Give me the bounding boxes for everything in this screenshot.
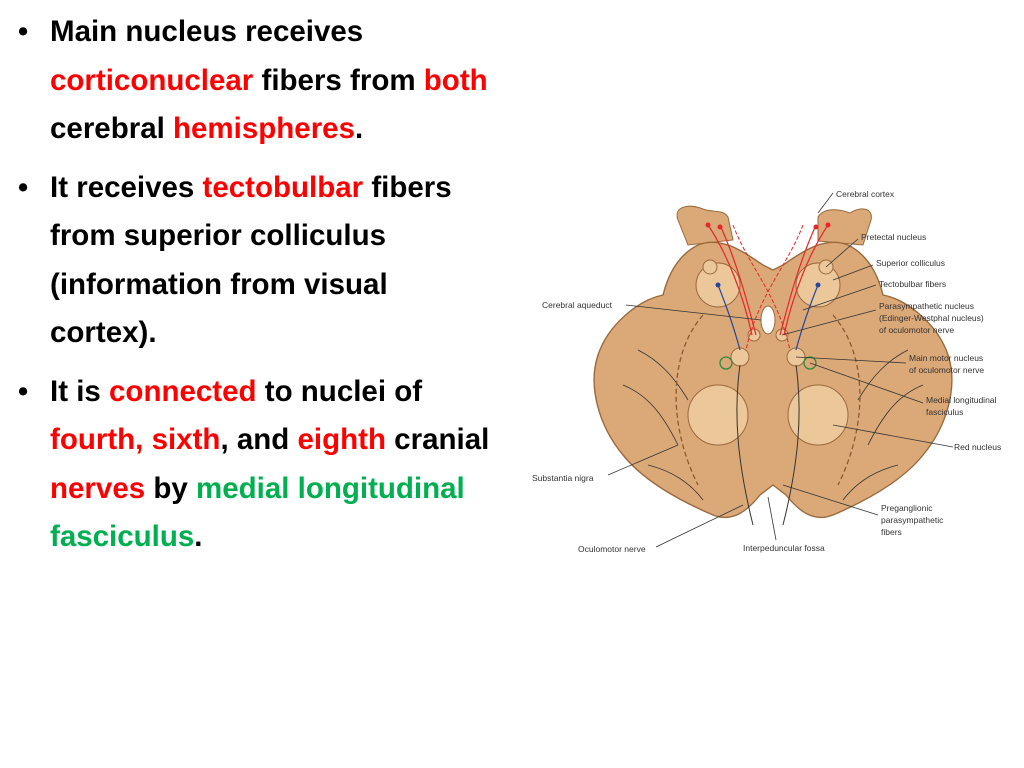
cortex-neuron — [717, 224, 723, 230]
label-cerebral-aqueduct: Cerebral aqueduct — [542, 300, 613, 310]
label-interpeduncular-fossa: Interpeduncular fossa — [743, 543, 825, 553]
colliculus-neuron — [815, 282, 821, 288]
tectobulbar-fiber-left — [717, 284, 741, 351]
leader-substantia-nigra — [607, 444, 679, 476]
leader-main-motor — [795, 356, 907, 364]
bullet-list: • Main nucleus receives corticonuclear f… — [14, 8, 494, 572]
cerebral-aqueduct — [760, 305, 776, 335]
substantia-nigra-right — [832, 314, 861, 486]
label-preganglionic-3: fibers — [881, 527, 902, 537]
label-red-nucleus: Red nucleus — [954, 442, 1001, 452]
bullet-text: It is connected to nuclei of fourth, six… — [50, 374, 490, 554]
bullet-dot: • — [18, 375, 29, 408]
mlf-right — [803, 356, 817, 370]
pretectal-nucleus-left — [702, 259, 718, 275]
crossing-fibers — [732, 224, 804, 351]
leader-interpeduncular — [767, 496, 777, 541]
label-parasympathetic-1: Parasympathetic nucleus — [879, 301, 974, 311]
bullet-item-tectobulbar: • It receives tectobulbar fibers from su… — [14, 164, 494, 358]
peduncle-fold-left — [622, 349, 704, 501]
leader-parasympathetic — [781, 309, 877, 336]
bullet-item-connections: • It is connected to nuclei of fourth, s… — [14, 368, 494, 562]
label-preganglionic-1: Preganglionic — [881, 503, 933, 513]
midbrain-section-svg: Cerebral cortex Pretectal nucleus Superi… — [532, 189, 1001, 554]
corticonuclear-fibers-right — [779, 224, 829, 336]
leader-red-nucleus — [832, 424, 954, 448]
oculomotor-nerve-fibers-left — [736, 364, 754, 526]
label-tectobulbar-fibers: Tectobulbar fibers — [879, 279, 946, 289]
leader-oculomotor — [655, 504, 744, 548]
peduncle-fold-right — [842, 349, 924, 501]
label-cerebral-cortex: Cerebral cortex — [836, 189, 895, 199]
leader-preganglionic — [782, 484, 879, 516]
bullet-text: It receives tectobulbar fibers from supe… — [50, 170, 452, 350]
bullet-dot: • — [18, 171, 29, 204]
label-preganglionic-2: parasympathetic — [881, 515, 944, 525]
cortex-neuron — [825, 222, 831, 228]
red-nucleus-right — [787, 384, 849, 446]
bullet-dot: • — [18, 16, 29, 48]
leader-pretectal — [825, 238, 859, 268]
leader-tectobulbar — [802, 284, 877, 311]
bullet-text: Main nucleus receives corticonuclear fib… — [50, 15, 488, 145]
label-oculomotor-nerve: Oculomotor nerve — [578, 544, 646, 554]
cortex-neuron — [705, 222, 711, 228]
bullet-item-corticonuclear: • Main nucleus receives corticonuclear f… — [14, 8, 494, 154]
mlf-left — [719, 356, 733, 370]
cerebral-cortex-left — [676, 205, 734, 246]
substantia-nigra-left — [675, 314, 704, 486]
label-main-motor-2: of oculomotor nerve — [909, 365, 984, 375]
oculomotor-nerve-fibers-right — [782, 364, 800, 526]
label-main-motor-1: Main motor nucleus — [909, 353, 983, 363]
label-superior-colliculus: Superior colliculus — [876, 258, 945, 268]
leader-cerebral-cortex — [817, 192, 834, 214]
corticonuclear-fibers-left — [707, 224, 757, 336]
leader-aqueduct — [625, 304, 762, 321]
colliculus-neuron — [715, 282, 721, 288]
label-mlf-1: Medial longitudinal — [926, 395, 997, 405]
label-substantia-nigra: Substantia nigra — [532, 473, 594, 483]
cortex-neuron — [813, 224, 819, 230]
label-parasympathetic-3: of oculomotor nerve — [879, 325, 954, 335]
red-nucleus-left — [687, 384, 749, 446]
cerebral-cortex-right — [817, 208, 872, 246]
leader-mlf — [809, 362, 924, 404]
label-mlf-2: fasciculus — [926, 407, 963, 417]
leader-superior-colliculus — [832, 264, 874, 281]
label-pretectal-nucleus: Pretectal nucleus — [861, 232, 926, 242]
label-parasympathetic-2: (Edinger-Westphal nucleus) — [879, 313, 984, 323]
midbrain-diagram: Cerebral cortex Pretectal nucleus Superi… — [528, 185, 1018, 560]
main-motor-nucleus-left — [730, 347, 750, 367]
tectobulbar-fiber-right — [795, 284, 819, 351]
